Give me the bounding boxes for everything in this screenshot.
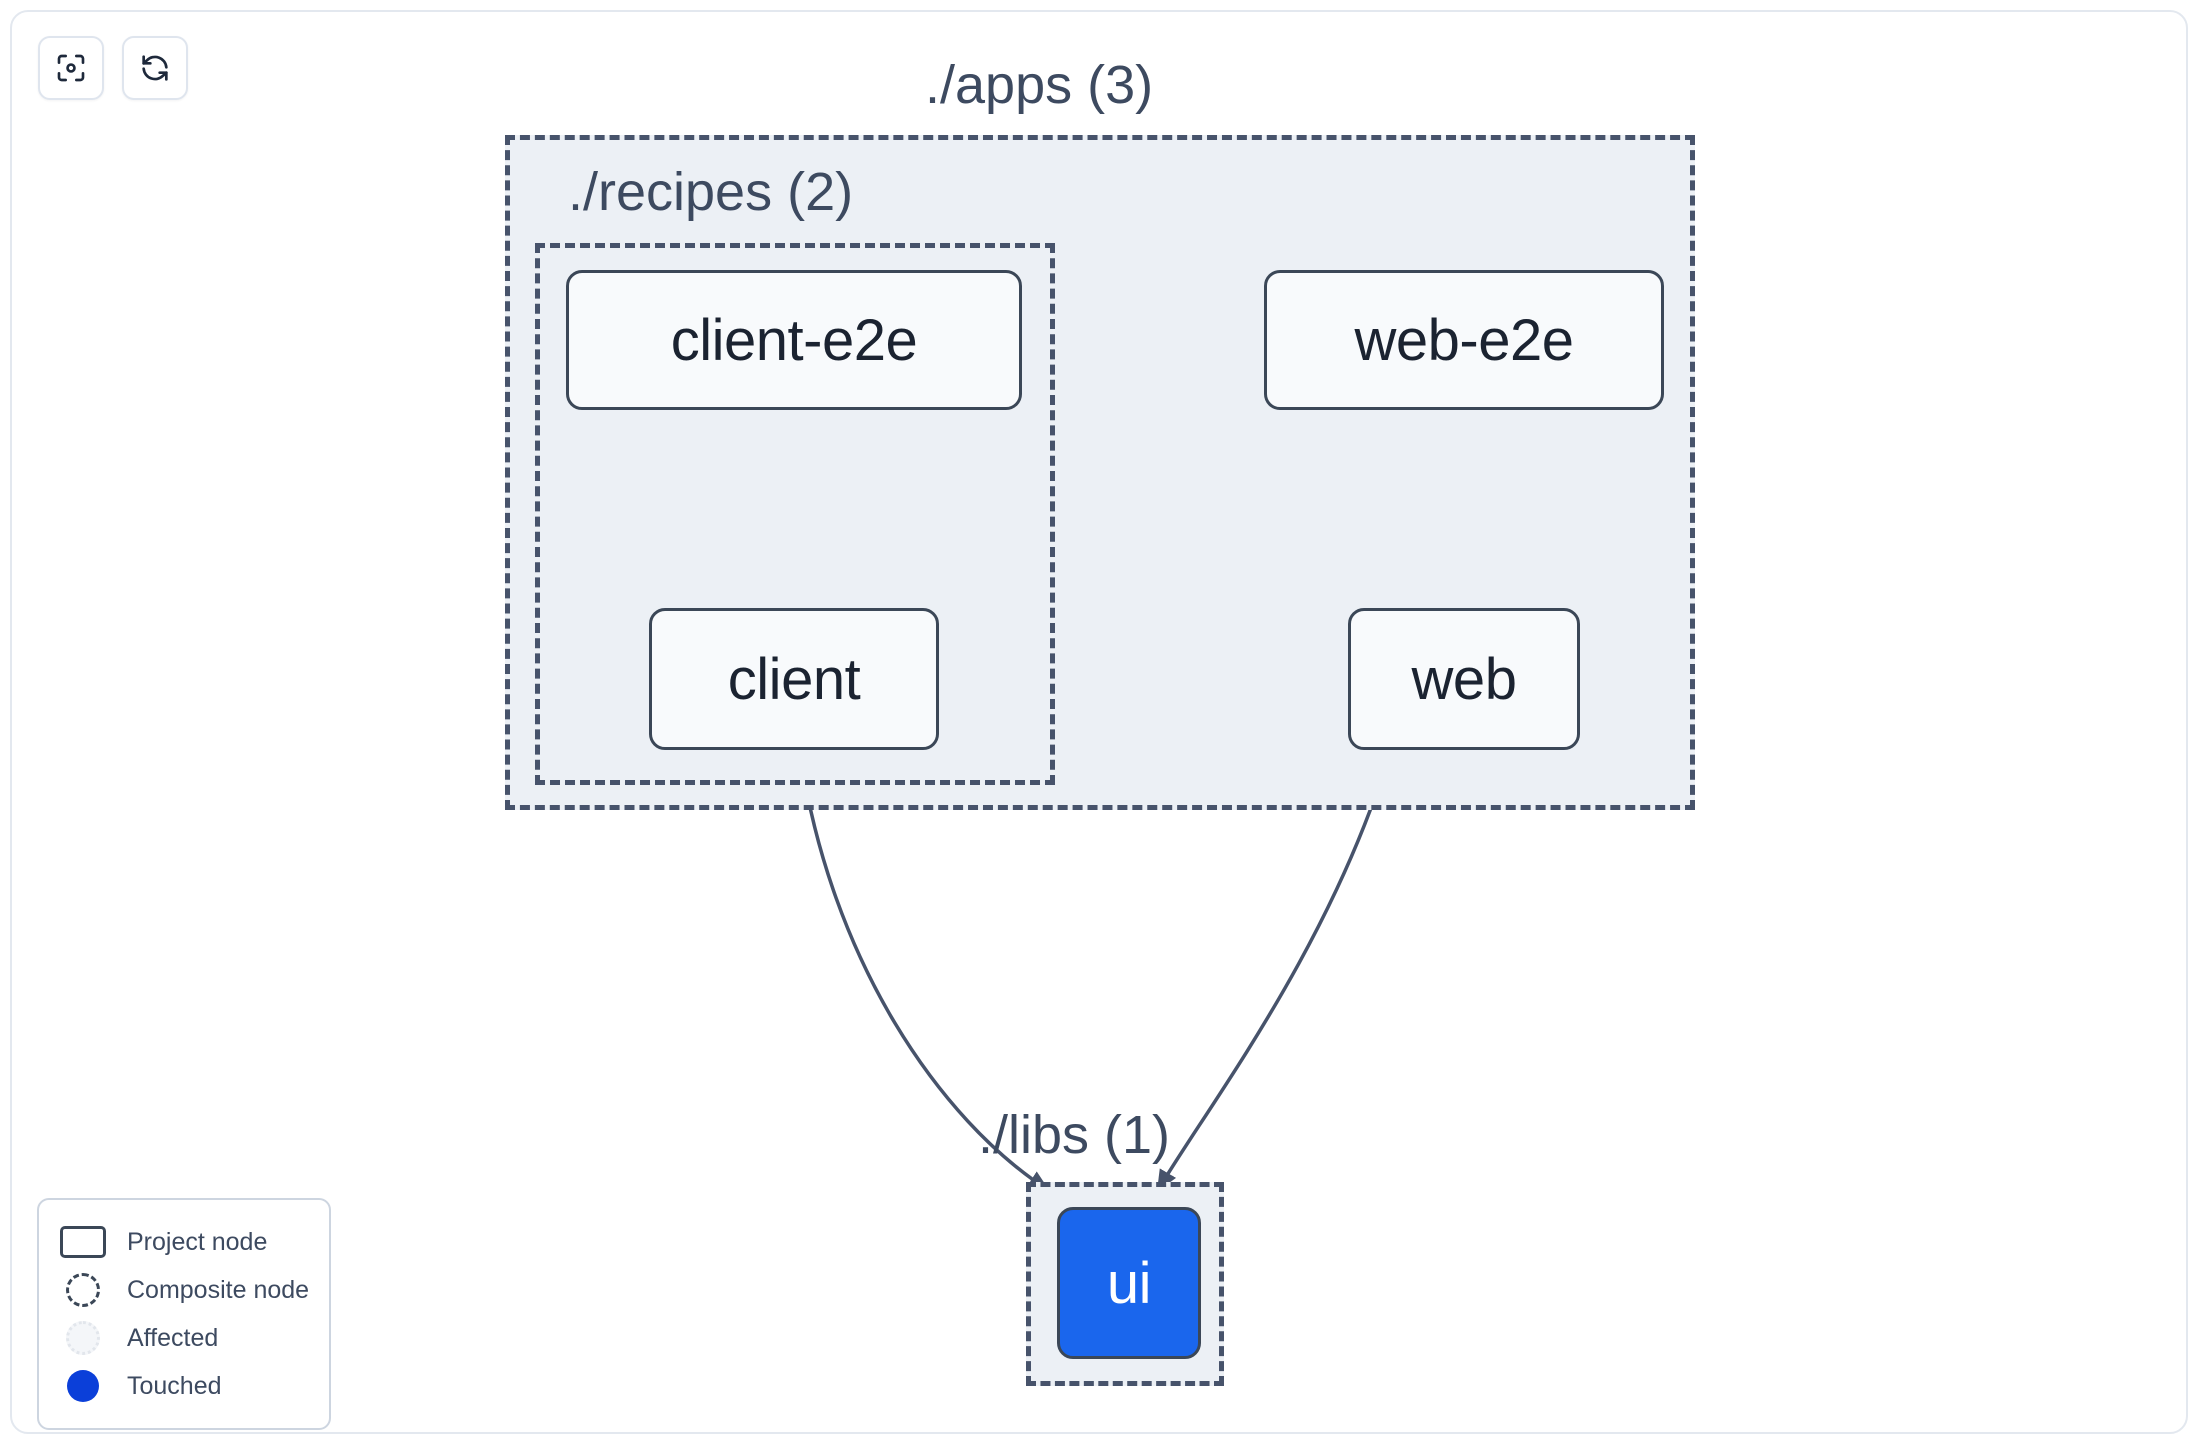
legend-label-affected: Affected (127, 1323, 219, 1352)
legend-item-affected: Affected (59, 1314, 309, 1362)
refresh-icon (139, 52, 171, 84)
node-web-e2e[interactable]: web-e2e (1264, 270, 1664, 410)
affected-swatch (59, 1321, 107, 1355)
focus-target-icon (55, 52, 87, 84)
legend-label-touched: Touched (127, 1371, 222, 1400)
node-client[interactable]: client (649, 608, 939, 750)
refresh-graph-button[interactable] (122, 36, 188, 100)
edge-web-to-ui[interactable] (1156, 751, 1392, 1192)
edge-client-to-ui[interactable] (798, 751, 1050, 1192)
focus-graph-button[interactable] (38, 36, 104, 100)
node-web[interactable]: web (1348, 608, 1580, 750)
legend-label-project-node: Project node (127, 1227, 268, 1256)
project-node-swatch (59, 1225, 107, 1259)
legend-item-composite-node: Composite node (59, 1266, 309, 1314)
legend-item-touched: Touched (59, 1362, 309, 1410)
graph-legend: Project node Composite node Affected Tou… (37, 1198, 331, 1430)
graph-toolbar (38, 36, 188, 100)
touched-swatch (59, 1369, 107, 1403)
node-ui[interactable]: ui (1057, 1207, 1201, 1359)
legend-item-project-node: Project node (59, 1218, 309, 1266)
composite-node-swatch (59, 1273, 107, 1307)
legend-label-composite-node: Composite node (127, 1275, 310, 1304)
node-client-e2e[interactable]: client-e2e (566, 270, 1022, 410)
